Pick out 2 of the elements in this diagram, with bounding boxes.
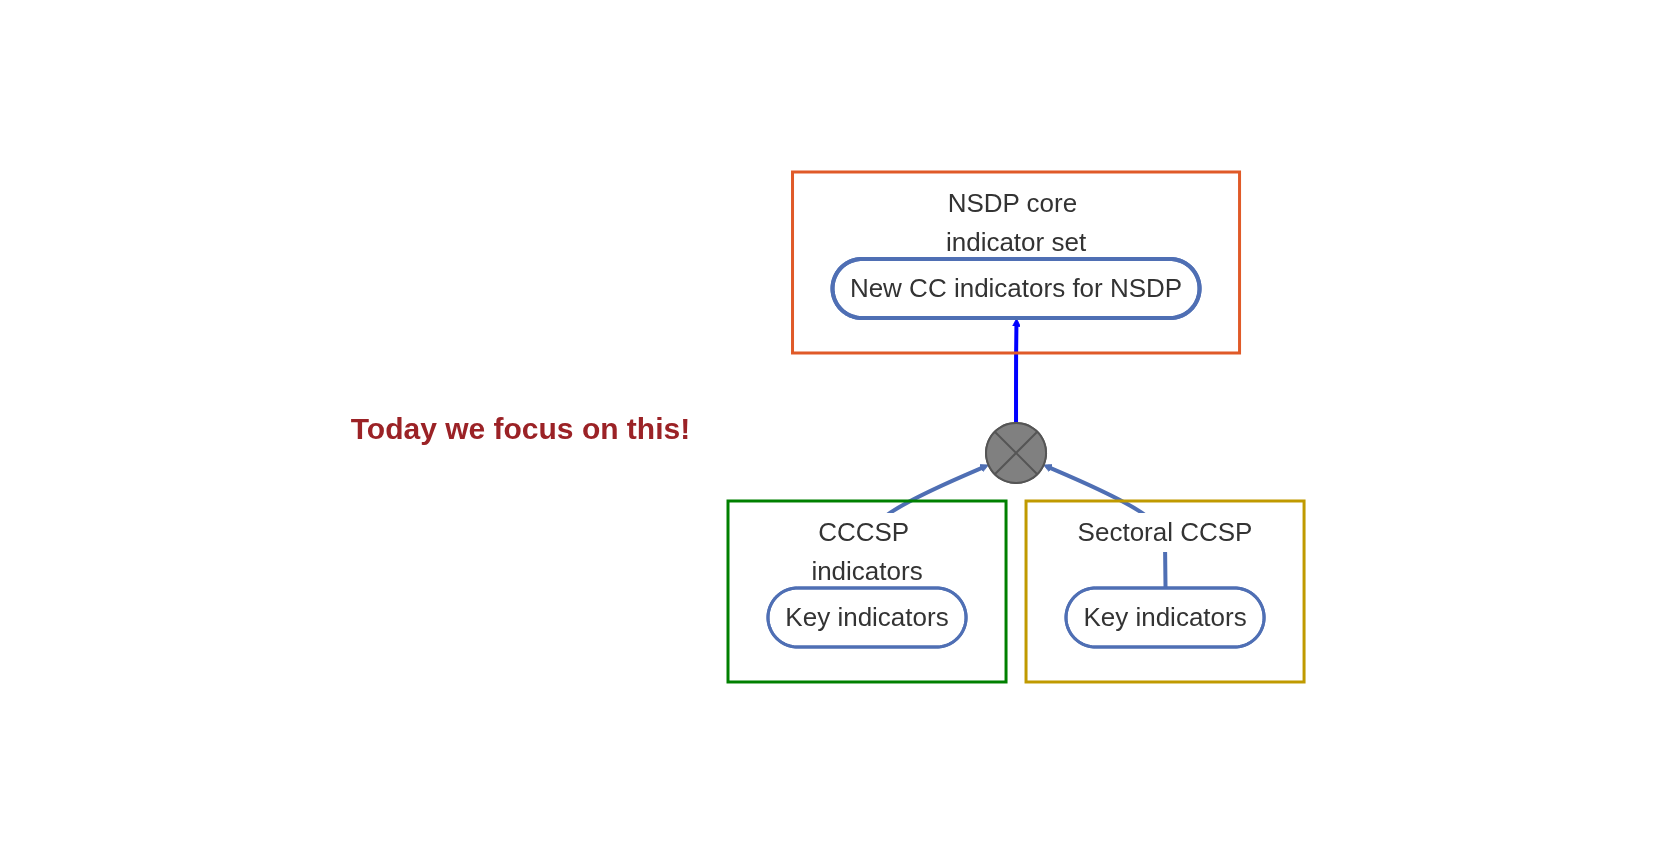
note-text: Today we focus on this! xyxy=(350,412,691,446)
arrow xyxy=(1012,318,1021,423)
